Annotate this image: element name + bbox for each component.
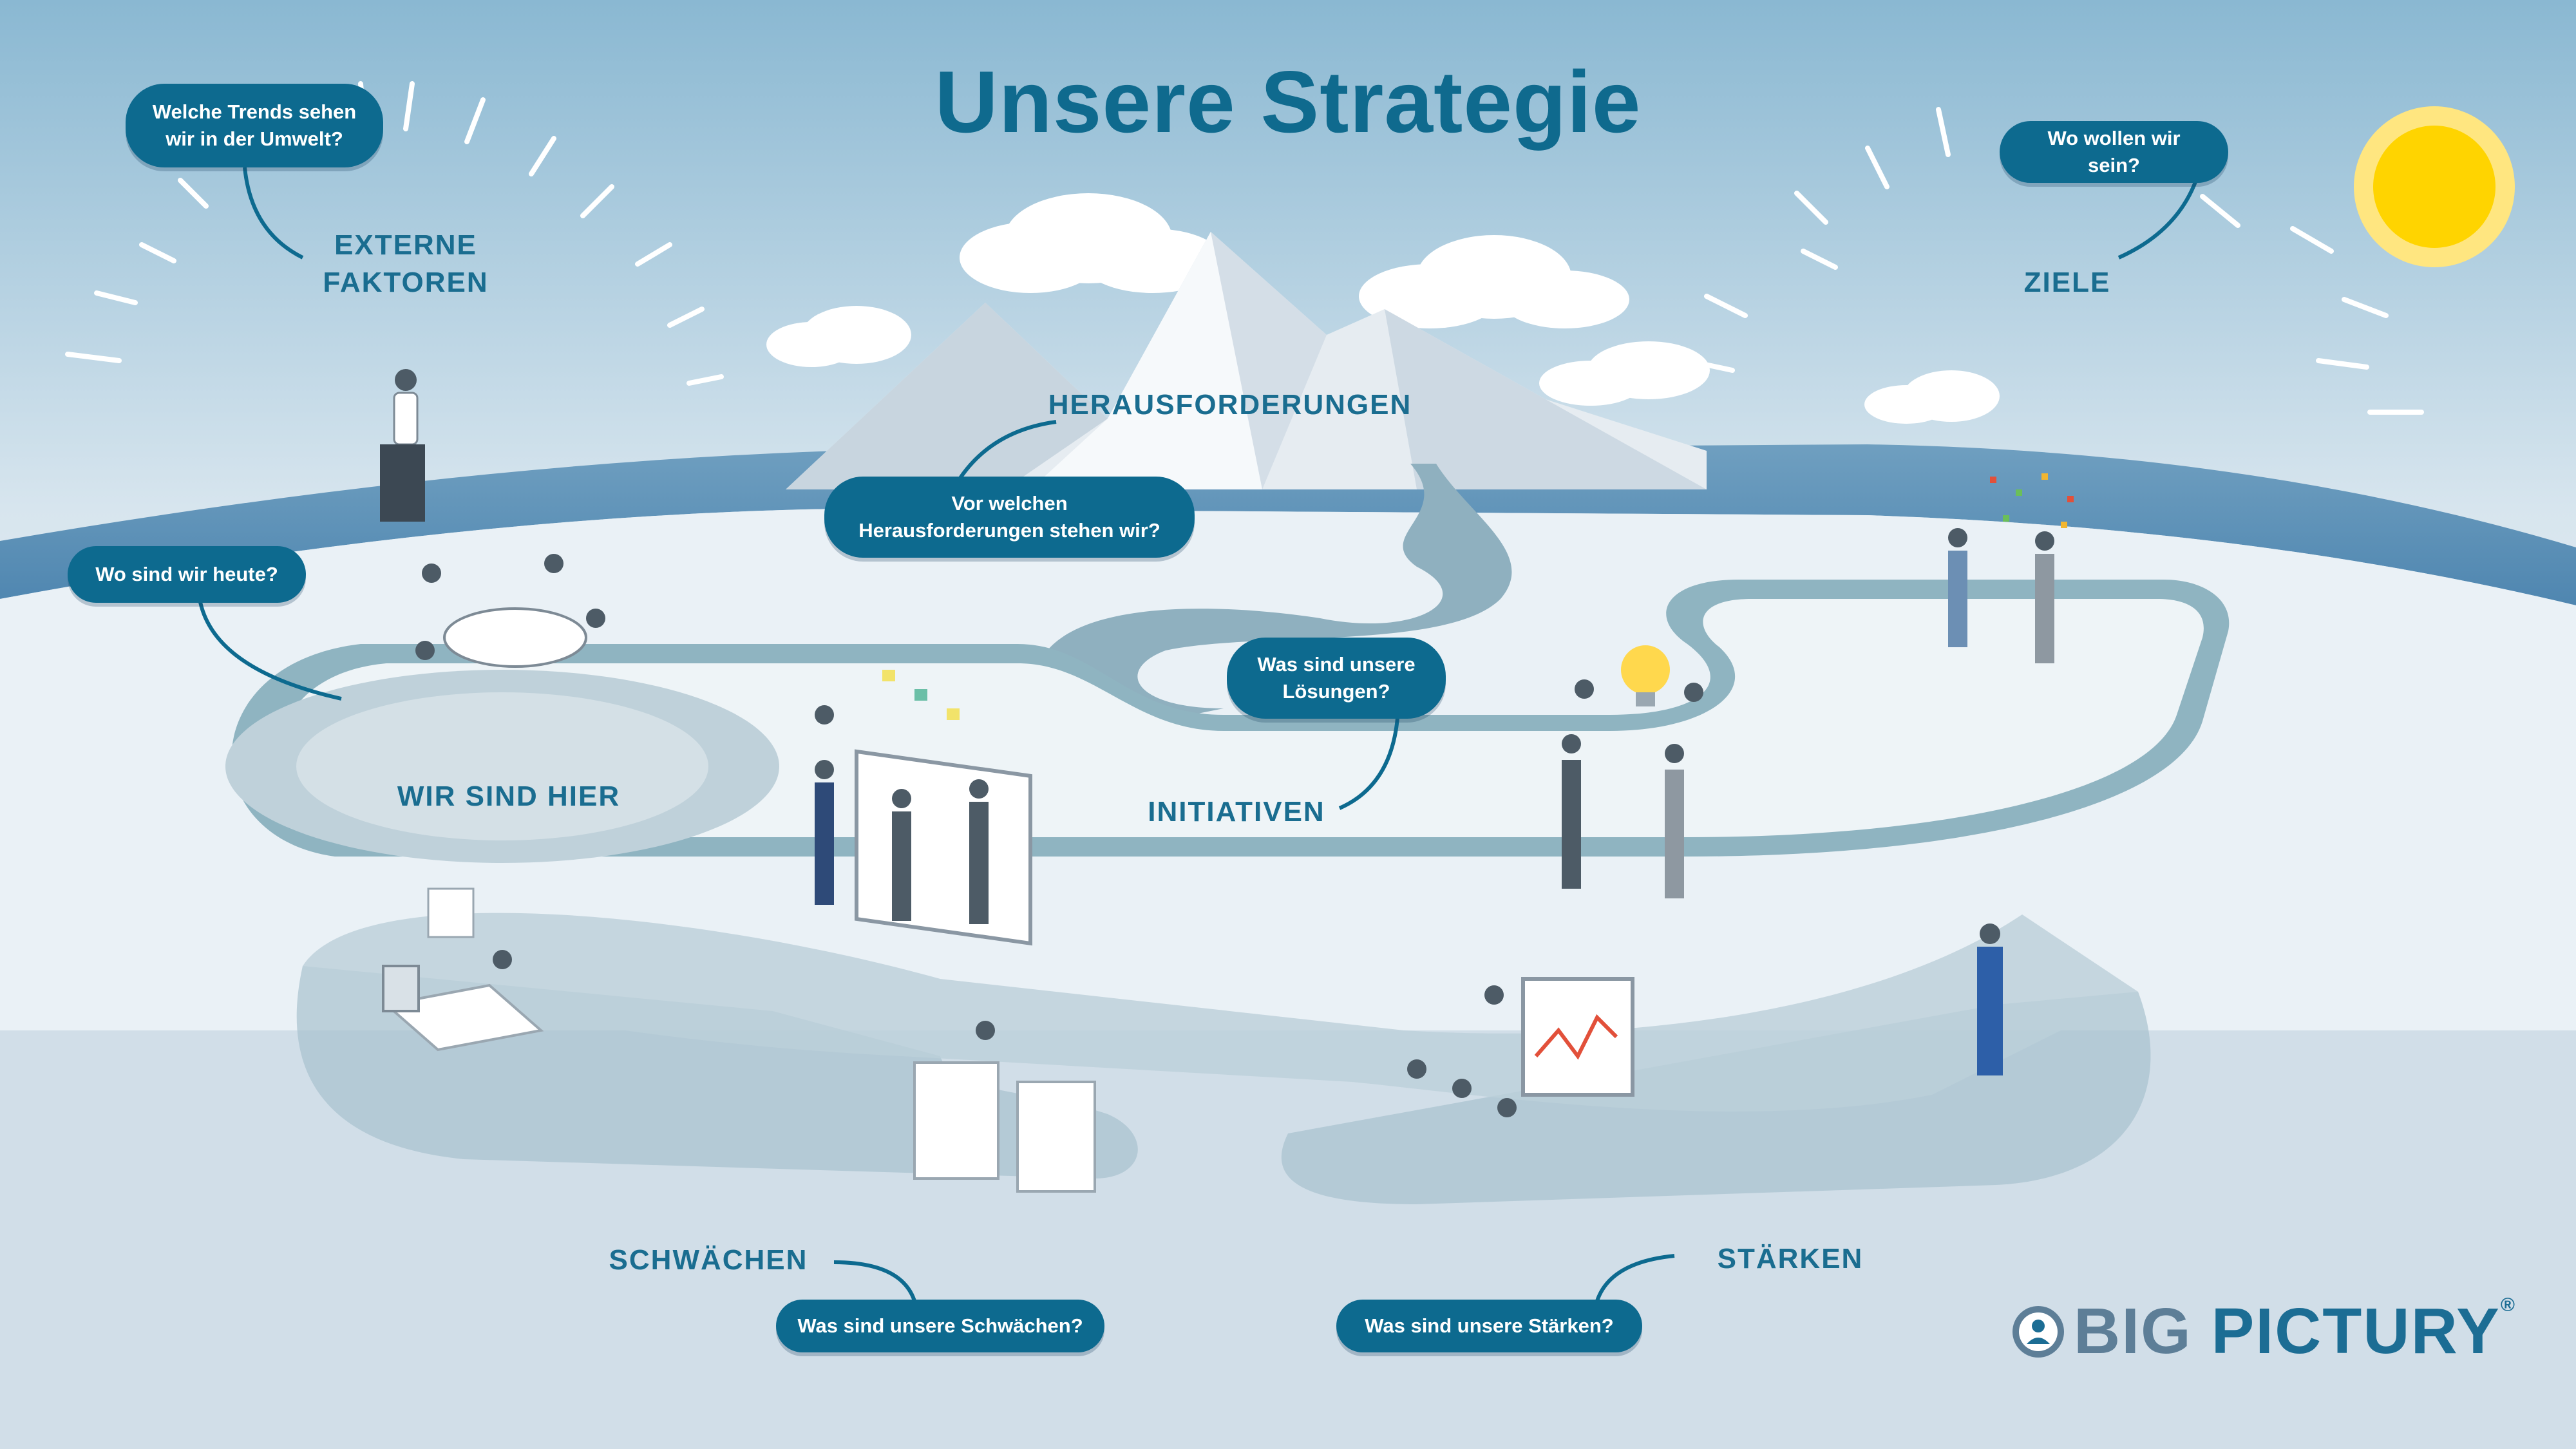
logo-text-pictury: PICTURY: [2211, 1295, 2501, 1367]
logo-registered: ®: [2500, 1294, 2516, 1316]
bubble-herausforderungen: Vor welchen Herausforderungen stehen wir…: [824, 477, 1195, 558]
brand-logo: BIG PICTURY®: [2009, 1294, 2516, 1368]
desk-icon: [382, 887, 544, 1052]
label-initiativen: INITIATIVEN: [1148, 796, 1325, 828]
paper-stacks-icon: [913, 1061, 1096, 1193]
label-externe-faktoren: EXTERNE FAKTOREN: [323, 229, 489, 298]
clouds: [766, 193, 2000, 424]
label-schwaechen: SCHWÄCHEN: [609, 1244, 808, 1276]
bubble-trends: Welche Trends sehen wir in der Umwelt?: [126, 84, 383, 167]
logo-icon: [2012, 1305, 2064, 1358]
sun-icon: [2354, 106, 2515, 267]
logo-text-big: BIG: [2074, 1295, 2192, 1367]
bubble-ziele: Wo wollen wir sein?: [2000, 121, 2228, 183]
bubble-staerken: Was sind unsere Stärken?: [1336, 1300, 1642, 1352]
page-title: Unsere Strategie: [934, 53, 1642, 151]
label-staerken: STÄRKEN: [1717, 1243, 1864, 1274]
bubble-tails: [198, 167, 2198, 1302]
return-band: [303, 913, 2138, 1112]
label-herausforderungen: HERAUSFORDERUNGEN: [1048, 389, 1412, 421]
mountains: [786, 232, 1707, 489]
bubble-loesungen: Was sind unsere Lösungen?: [1227, 638, 1446, 719]
confetti: [1990, 473, 2074, 528]
bubble-schwaechen: Was sind unsere Schwächen?: [776, 1300, 1104, 1352]
lightbulb-icon: [1621, 645, 1670, 706]
label-wir-sind-hier: WIR SIND HIER: [397, 781, 621, 812]
bubble-heute: Wo sind wir heute?: [68, 546, 306, 603]
chart-board-icon: [1521, 977, 1634, 1097]
lake: [0, 444, 2576, 605]
meeting-table-icon: [443, 607, 587, 668]
people-figures: [380, 369, 2054, 1117]
label-ziele: ZIELE: [2023, 267, 2111, 298]
here-ring-inner: [296, 692, 708, 840]
